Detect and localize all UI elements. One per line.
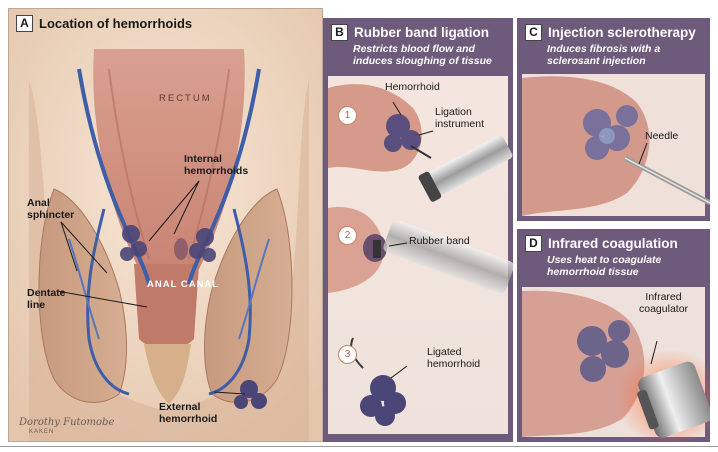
artist-signature-small: KAKEN — [29, 429, 55, 435]
panel-d-subtitle: Uses heat to coagulate hemorrhoid tissue — [547, 254, 662, 278]
panel-c-header: C Injection sclerotherapy — [525, 24, 696, 41]
bottom-divider — [0, 446, 718, 447]
panel-b: B Rubber band ligation Restricts blood f… — [323, 18, 513, 442]
panel-c: C Injection sclerotherapy Induces fibros… — [517, 18, 710, 221]
label-needle: Needle — [645, 130, 679, 142]
panel-a-header: A Location of hemorrhoids — [16, 15, 192, 32]
artist-signature: Dorothy Futomobe — [19, 417, 115, 428]
panel-d-letter: D — [525, 235, 542, 252]
label-dentate-line: Dentate line — [27, 287, 66, 311]
panel-b-letter: B — [331, 24, 348, 41]
step-1-badge: 1 — [338, 106, 357, 125]
panel-d-header: D Infrared coagulation — [525, 235, 678, 252]
label-infrared-coagulator: Infrared coagulator — [639, 291, 689, 315]
panel-b-subtitle: Restricts blood flow and induces sloughi… — [353, 43, 492, 67]
label-anal-canal: ANAL CANAL — [147, 279, 220, 290]
panel-b-header: B Rubber band ligation — [331, 24, 489, 41]
panel-a-letter: A — [16, 15, 33, 32]
label-rubber-band: Rubber band — [409, 235, 470, 247]
label-rectum: RECTUM — [159, 93, 212, 104]
sclerotherapy-illustration — [522, 74, 710, 216]
step-2-badge: 2 — [338, 226, 357, 245]
panel-a-title: Location of hemorrhoids — [39, 16, 193, 31]
step-3-badge: 3 — [338, 345, 357, 364]
panel-c-letter: C — [525, 24, 542, 41]
anatomy-illustration — [9, 9, 322, 441]
coagulation-illustration — [522, 287, 710, 442]
panel-c-title: Injection sclerotherapy — [548, 25, 696, 40]
label-ligation-instrument: Ligation instrument — [435, 106, 485, 130]
panel-d-title: Infrared coagulation — [548, 236, 678, 251]
panel-d: D Infrared coagulation Uses heat to coag… — [517, 229, 710, 442]
label-hemorrhoid: Hemorrhoid — [385, 81, 440, 93]
label-ligated-hemorrhoid: Ligated hemorrhoid — [427, 346, 481, 370]
panel-a: A Location of hemorrhoids RECTUM Interna… — [8, 8, 323, 442]
panel-c-subtitle: Induces fibrosis with a sclerosant injec… — [547, 43, 661, 67]
panel-b-title: Rubber band ligation — [354, 25, 489, 40]
label-anal-sphincter: Anal sphincter — [27, 197, 75, 221]
label-internal-hemorrhoids: Internal hemorrhoids — [184, 153, 249, 177]
label-external-hemorrhoid: External hemorrhoid — [159, 401, 218, 425]
